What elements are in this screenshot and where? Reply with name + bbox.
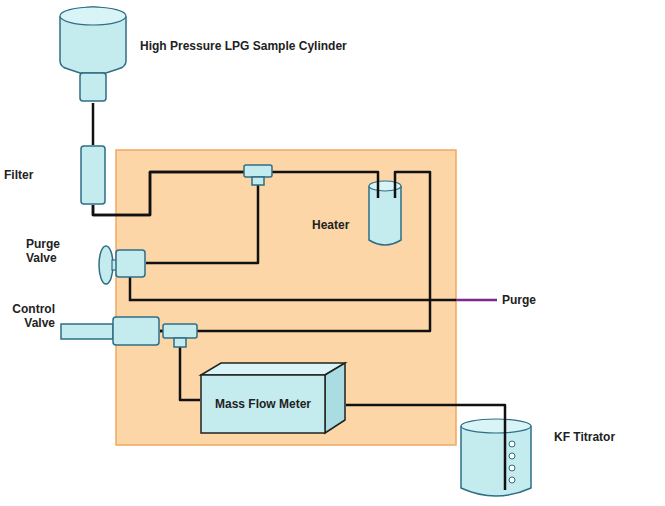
box-label: Mass Flow Meter: [202, 376, 324, 432]
pipe-line: [346, 405, 505, 418]
shape-outline: [60, 316, 160, 346]
outlet-label: Purge: [502, 293, 536, 307]
sample-cylinder: High Pressure LPG Sample Cylinder: [58, 3, 128, 103]
purge-line: [130, 277, 456, 300]
purge-outlet: [456, 299, 497, 302]
part-label: High Pressure LPG Sample Cylinder: [140, 39, 380, 53]
part-label: KF Titrator: [554, 430, 644, 444]
part-label: Filter: [4, 168, 64, 182]
tee-fitting: [244, 165, 272, 185]
part-label: Heater: [312, 218, 364, 232]
shape-outline: [460, 418, 532, 498]
filter: Filter: [80, 145, 106, 205]
shape-outline: [80, 145, 106, 205]
control-valve: Control Valve: [60, 316, 160, 346]
mass-flow-meter: Mass Flow Meter: [200, 362, 346, 434]
pipe-path: [346, 405, 505, 418]
tee-fitting: [163, 324, 197, 347]
kf-titrator: KF Titrator: [460, 418, 532, 498]
pipe-line: [160, 331, 200, 400]
heater: Heater: [368, 178, 402, 246]
part-label: Purge Valve: [26, 237, 76, 265]
pipe-path: [93, 172, 258, 263]
pipe-path: [92, 103, 95, 145]
pipe-line: [93, 172, 378, 215]
shape-outline: [368, 178, 402, 246]
part-label: Control Valve: [3, 302, 55, 330]
pipe-line: [93, 172, 258, 263]
heated-enclosure: [116, 150, 456, 445]
pipe-line: [93, 103, 94, 145]
pipe-path: [160, 331, 200, 400]
shape-outline: [98, 245, 146, 285]
pipe-line: [160, 172, 430, 331]
pipe-path: [160, 172, 430, 331]
pipe-path: [93, 172, 378, 215]
shape-outline: [58, 3, 128, 103]
purge-valve: Purge Valve: [98, 245, 146, 285]
